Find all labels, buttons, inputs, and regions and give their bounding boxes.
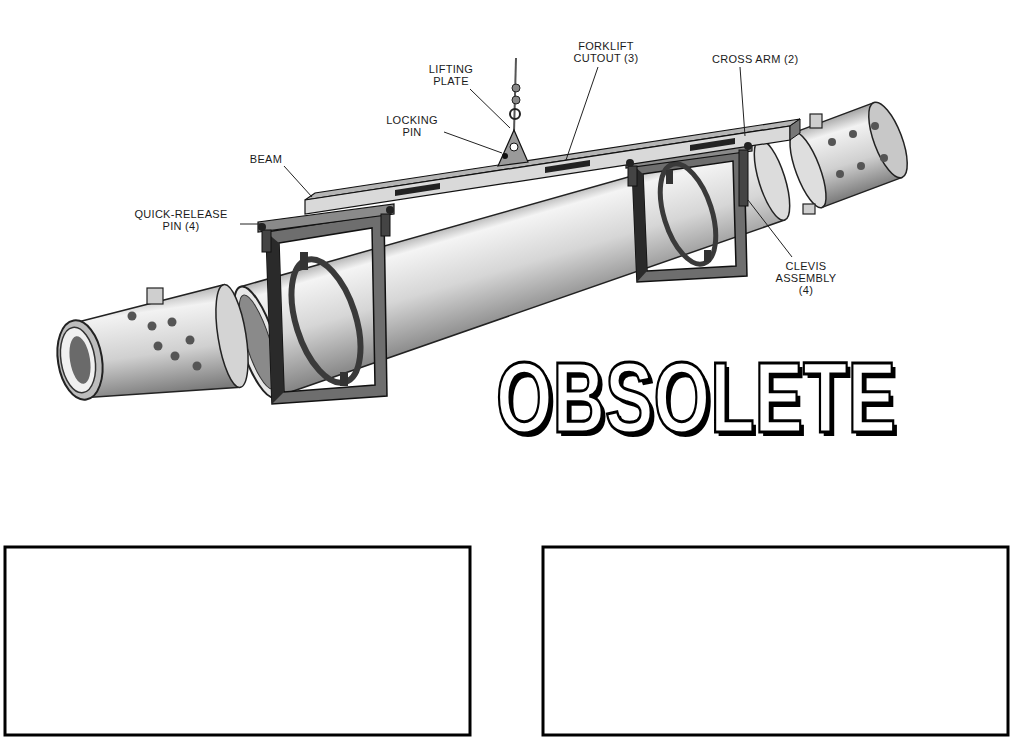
leader-line <box>240 224 262 225</box>
beam-end <box>790 119 800 140</box>
vent-hole <box>857 162 865 170</box>
leader-line <box>566 67 598 160</box>
vent-hole <box>171 352 180 361</box>
vent-hole <box>186 336 195 345</box>
leader-line <box>444 132 502 153</box>
vent-hole <box>871 122 879 130</box>
lifting-beam <box>305 126 790 214</box>
obsolete-stamp: OBSOLETE <box>496 347 896 447</box>
vent-holes <box>128 312 202 371</box>
nose-clip <box>147 288 163 304</box>
vent-hole <box>128 312 137 321</box>
vent-hole <box>849 130 857 138</box>
empty-panel <box>5 547 470 735</box>
nose-break-end <box>210 282 254 389</box>
lifting-plate <box>498 130 528 166</box>
clamp-ring <box>649 157 726 271</box>
tail-clip <box>810 114 822 128</box>
support-frame <box>266 214 387 404</box>
leader-line <box>748 200 792 257</box>
tail-end-cap <box>861 98 915 183</box>
clevis-assembly <box>381 214 390 236</box>
forklift-cutout <box>690 138 735 151</box>
leader-line <box>470 89 510 128</box>
leader-line <box>740 67 745 136</box>
vent-hole <box>880 154 888 162</box>
empty-panel <box>543 547 1008 735</box>
part-label: FORKLIFT CUTOUT (3) <box>560 40 652 64</box>
vent-hole <box>168 318 177 327</box>
hoist-link <box>512 84 520 92</box>
vent-hole <box>828 138 836 146</box>
clamp-pad <box>300 252 308 270</box>
clevis-assembly <box>739 150 748 206</box>
forklift-cutout <box>395 183 440 196</box>
hoist-cable <box>514 58 516 132</box>
clamp-pad <box>666 170 673 184</box>
clamp-pad <box>704 250 711 262</box>
part-label: BEAM <box>244 153 288 165</box>
clamp-ring <box>278 251 374 391</box>
locking-pin <box>502 153 508 159</box>
lifting-plate-hole <box>510 143 518 151</box>
quick-release-pin <box>386 206 394 214</box>
tail-clip <box>803 204 815 214</box>
support-frame <box>632 150 747 282</box>
frame-edge <box>266 232 284 404</box>
nozzle-rim <box>52 317 108 403</box>
part-label: CROSS ARM (2) <box>712 53 832 65</box>
quick-release-pin <box>626 159 634 167</box>
part-label: LOCKING PIN <box>380 114 444 138</box>
lifting-beam-top <box>305 119 800 200</box>
vent-hole <box>193 362 202 371</box>
hoist-hook <box>510 109 520 119</box>
nozzle-throat <box>66 335 93 386</box>
part-label: QUICK-RELEASE PIN (4) <box>124 208 238 232</box>
part-label: LIFTING PLATE <box>416 63 486 87</box>
leader-line <box>284 166 312 197</box>
leader-lines <box>240 67 792 257</box>
clevis-assembly <box>628 166 637 186</box>
quick-release-pin <box>744 142 752 150</box>
part-label: CLEVIS ASSEMBLY (4) <box>770 260 842 296</box>
vent-hole <box>836 170 844 178</box>
hoist-link <box>512 96 520 104</box>
vent-hole <box>148 322 157 331</box>
tube-break-end <box>747 136 797 224</box>
clevis-assembly <box>262 230 271 252</box>
nozzle-opening <box>56 325 100 396</box>
clamp-pad <box>340 372 348 386</box>
vent-hole <box>154 342 163 351</box>
vent-holes <box>828 122 888 178</box>
forklift-cutout <box>545 160 590 173</box>
tail-break-end <box>783 128 834 211</box>
